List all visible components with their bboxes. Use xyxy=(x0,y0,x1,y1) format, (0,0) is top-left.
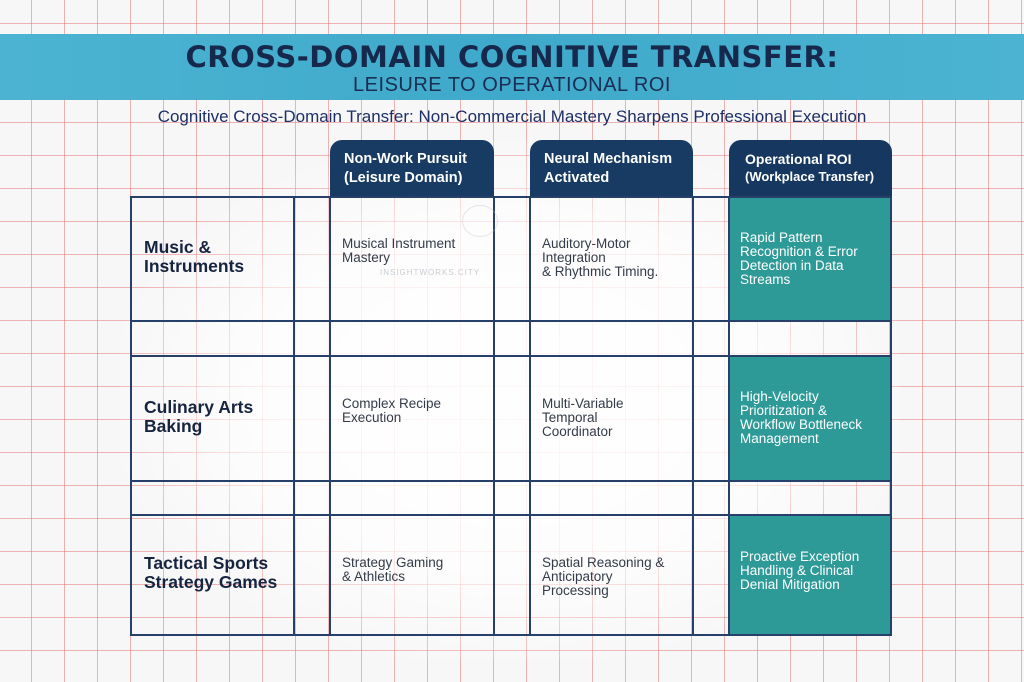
table-line-col6 xyxy=(728,196,730,636)
row-label-tactical-line1: Tactical Sports xyxy=(144,553,269,573)
roi-music-line1: Rapid Pattern xyxy=(740,230,823,245)
table-line-row3-top xyxy=(130,514,892,516)
column-header-mechanism: Neural Mechanism Activated xyxy=(530,140,693,196)
pursuit-cell-culinary: Complex Recipe Execution xyxy=(342,397,441,425)
row-label-culinary: Culinary Arts Baking xyxy=(144,398,253,436)
table-line-col5 xyxy=(692,196,694,636)
mechanism-music-line1: Auditory-Motor xyxy=(542,236,631,251)
table-line-left xyxy=(130,196,132,636)
mechanism-culinary-line2: Temporal xyxy=(542,410,598,425)
roi-culinary-line2: Prioritization & xyxy=(740,403,828,418)
column-header-leisure-line2: (Leisure Domain) xyxy=(344,170,463,186)
roi-tactical-line3: Denial Mitigation xyxy=(740,577,840,592)
mechanism-music-line3: & Rhythmic Timing. xyxy=(542,264,659,279)
table-line-col4 xyxy=(529,196,531,636)
roi-cell-culinary xyxy=(729,357,892,480)
column-header-leisure: Non-Work Pursuit (Leisure Domain) xyxy=(330,140,494,196)
mechanism-cell-music: Auditory-Motor Integration & Rhythmic Ti… xyxy=(542,237,658,279)
row-label-music: Music & Instruments xyxy=(144,238,244,276)
mechanism-tactical-line2: Anticipatory xyxy=(542,569,613,584)
pursuit-culinary-line2: Execution xyxy=(342,410,402,425)
roi-tactical-line2: Handling & Clinical xyxy=(740,563,854,578)
mechanism-culinary-line3: Coordinator xyxy=(542,424,613,439)
roi-text-tactical: Proactive Exception Handling & Clinical … xyxy=(740,550,888,592)
pursuit-cell-tactical: Strategy Gaming & Athletics xyxy=(342,556,443,584)
column-header-roi-line2: (Workplace Transfer) xyxy=(745,169,875,184)
table-line-col2 xyxy=(329,196,331,636)
column-header-roi-line1: Operational ROI xyxy=(745,151,852,167)
pursuit-tactical-line2: & Athletics xyxy=(342,569,406,584)
page-title: CROSS-DOMAIN COGNITIVE TRANSFER: xyxy=(185,40,839,74)
roi-culinary-line1: High-Velocity xyxy=(740,389,819,404)
mechanism-cell-culinary: Multi-Variable Temporal Coordinator xyxy=(542,397,624,439)
roi-cell-music xyxy=(729,197,892,320)
pursuit-culinary-line1: Complex Recipe xyxy=(342,396,442,411)
column-header-mechanism-line1: Neural Mechanism xyxy=(544,151,673,167)
mechanism-tactical-line3: Processing xyxy=(542,583,609,598)
roi-text-music: Rapid Pattern Recognition & Error Detect… xyxy=(740,231,888,287)
pursuit-music-line2: Mastery xyxy=(342,250,391,265)
mechanism-music-line2: Integration xyxy=(542,250,606,265)
column-header-roi: Operational ROI (Workplace Transfer) xyxy=(729,140,892,196)
row-label-music-line2: Instruments xyxy=(144,256,245,276)
roi-music-line4: Streams xyxy=(740,272,791,287)
roi-tactical-line1: Proactive Exception xyxy=(740,549,860,564)
column-header-mechanism-line2: Activated xyxy=(544,170,610,186)
pursuit-tactical-line1: Strategy Gaming xyxy=(342,555,444,570)
page-subtitle: LEISURE TO OPERATIONAL ROI xyxy=(353,74,671,96)
table-line-col1 xyxy=(293,196,295,636)
roi-culinary-line4: Management xyxy=(740,431,819,446)
roi-cell-tactical xyxy=(729,516,892,636)
table-line-right xyxy=(890,196,892,636)
mechanism-culinary-line1: Multi-Variable xyxy=(542,396,624,411)
mechanism-cell-tactical: Spatial Reasoning & Anticipatory Process… xyxy=(542,556,664,598)
roi-text-culinary: High-Velocity Prioritization & Workflow … xyxy=(740,390,888,446)
watermark-emblem xyxy=(462,205,498,237)
roi-music-line3: Detection in Data xyxy=(740,258,844,273)
table-line-row2-top xyxy=(130,355,892,357)
row-label-tactical-line2: Strategy Games xyxy=(144,572,278,592)
column-header-leisure-line1: Non-Work Pursuit xyxy=(344,151,467,167)
roi-music-line2: Recognition & Error xyxy=(740,244,858,259)
pursuit-music-line1: Musical Instrument xyxy=(342,236,456,251)
diagram-heading: Cognitive Cross-Domain Transfer: Non-Com… xyxy=(157,107,867,126)
table-line-top xyxy=(130,196,892,198)
table-line-col3 xyxy=(493,196,495,636)
row-label-culinary-line1: Culinary Arts xyxy=(144,397,254,417)
title-banner: CROSS-DOMAIN COGNITIVE TRANSFER: LEISURE… xyxy=(0,34,1024,100)
row-label-tactical: Tactical Sports Strategy Games xyxy=(144,554,277,592)
watermark-text: INSIGHTWORKS.CITY xyxy=(380,268,481,277)
table-line-row2-bottom xyxy=(130,480,892,482)
mechanism-tactical-line1: Spatial Reasoning & xyxy=(542,555,665,570)
row-label-music-line1: Music & xyxy=(144,237,212,257)
roi-culinary-line3: Workflow Bottleneck xyxy=(740,417,863,432)
row-label-culinary-line2: Baking xyxy=(144,416,203,436)
table-line-bottom xyxy=(130,634,892,636)
table-line-row1-bottom xyxy=(130,320,892,322)
pursuit-cell-music: Musical Instrument Mastery xyxy=(342,237,455,265)
